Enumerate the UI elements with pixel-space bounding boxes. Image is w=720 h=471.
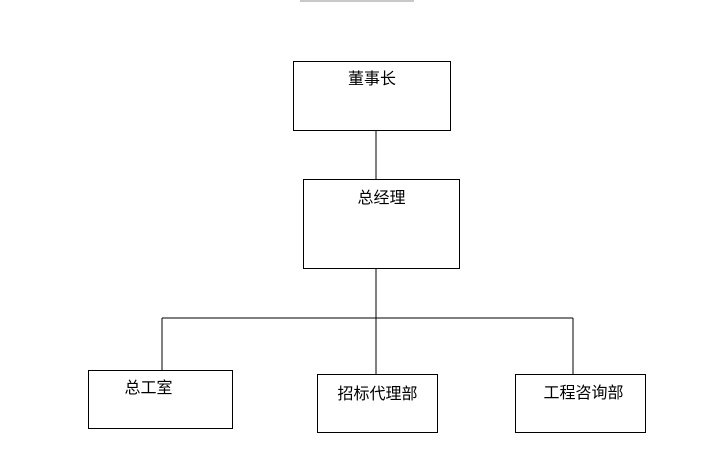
node-general-manager-label: 总经理 (357, 188, 406, 207)
node-engineering-consulting-dept: 工程咨询部 (515, 374, 646, 433)
node-chairman-label: 董事长 (347, 69, 396, 88)
node-engineering-consulting-dept-label: 工程咨询部 (543, 383, 624, 402)
page-top-rule (300, 0, 414, 2)
node-chief-engineer-office: 总工室 (88, 370, 233, 429)
node-bidding-agency-dept: 招标代理部 (317, 374, 438, 433)
node-general-manager: 总经理 (303, 179, 460, 269)
node-chief-engineer-office-label: 总工室 (124, 378, 173, 397)
node-chairman: 董事长 (293, 61, 451, 131)
node-bidding-agency-dept-label: 招标代理部 (337, 384, 418, 403)
